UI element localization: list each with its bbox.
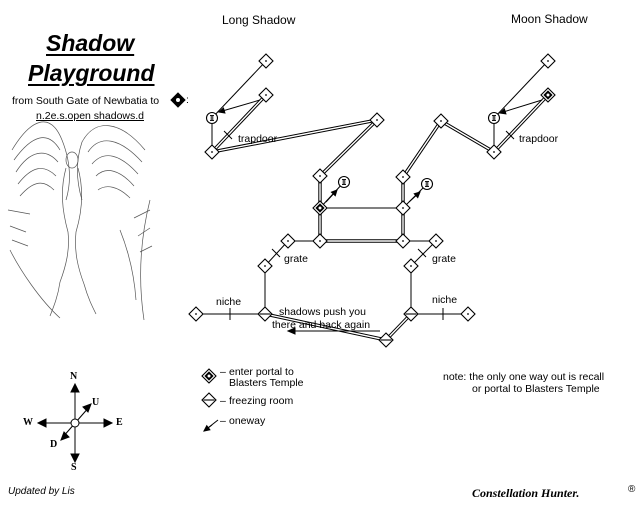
compass-up: U <box>92 397 100 408</box>
freezing-room-icon <box>201 392 217 408</box>
double-passage-line <box>401 120 441 177</box>
region-long-shadow: Long Shadow <box>222 13 296 27</box>
niche-label-left: niche <box>216 296 242 308</box>
compass-down: D <box>50 439 58 450</box>
trapdoor-label-right: trapdoor <box>519 133 559 145</box>
winged-figure-illustration <box>7 121 153 321</box>
room-icon <box>428 233 444 249</box>
trapdoor-tick <box>505 130 515 140</box>
legend-oneway: oneway <box>229 415 266 427</box>
double-passage-line <box>494 95 550 154</box>
legend-freezing-room: freezing room <box>229 395 294 407</box>
brand-name: Constellation Hunter. <box>472 486 580 500</box>
room-icon <box>460 306 476 322</box>
double-passage-line <box>386 314 413 342</box>
room-icon <box>395 233 411 249</box>
double-passage-line <box>265 312 387 340</box>
room-icon <box>369 112 385 128</box>
room-icon <box>395 169 411 185</box>
up-exit-icon <box>205 111 219 125</box>
push-label-line-2: there and back again <box>272 319 371 331</box>
up-exit-icon <box>337 175 351 189</box>
up-exit-icon <box>420 177 434 191</box>
compass-south: S <box>71 462 77 473</box>
portal-room-icon <box>540 87 556 103</box>
from-suffix: : <box>186 94 189 106</box>
map-title-line-2: Playground <box>28 60 155 86</box>
freezing-room-icon <box>403 306 419 322</box>
entrance-portal-icon <box>170 92 186 108</box>
up-exit-icon <box>487 111 501 125</box>
double-passage-line <box>212 120 378 154</box>
grate-tick <box>271 248 281 258</box>
oneway-arrow-head-icon <box>413 191 421 199</box>
compass-rose <box>36 382 114 464</box>
room-icon <box>540 53 556 69</box>
legend-dash-freezing: – <box>220 395 226 407</box>
legend-dash-portal: – <box>220 366 226 378</box>
updated-by-text: Updated by Lis <box>8 486 75 497</box>
room-icon <box>312 168 328 184</box>
double-passage-line <box>440 121 494 154</box>
map-title-line-1: Shadow <box>46 30 135 56</box>
double-passage-line <box>212 95 268 154</box>
freezing-room-icon <box>257 306 273 322</box>
grate-label-right: grate <box>432 253 456 265</box>
room-icon <box>433 113 449 129</box>
room-icon <box>188 306 204 322</box>
double-passage-line <box>318 118 377 176</box>
room-icon <box>312 233 328 249</box>
room-icon <box>257 258 273 274</box>
double-passage-line <box>320 120 379 178</box>
oneway-arrow-head-icon <box>217 107 226 114</box>
legend-arrow-shaft <box>203 419 219 432</box>
compass-north: N <box>70 371 78 382</box>
room-icon <box>395 200 411 216</box>
oneway-arrow-head-icon <box>498 108 507 115</box>
niche-label-right: niche <box>432 294 458 306</box>
room-icon <box>403 258 419 274</box>
room-icon <box>486 144 502 160</box>
double-passage-line <box>264 314 386 342</box>
push-arrow-head-icon <box>286 327 296 335</box>
registered-mark: ® <box>628 484 636 495</box>
compass-east: E <box>116 417 123 428</box>
room-icon <box>258 87 274 103</box>
room-icon <box>204 144 220 160</box>
oneway-arrow-head-icon <box>330 189 338 197</box>
double-passage-line <box>403 121 443 178</box>
double-passage-line <box>384 312 411 340</box>
region-moon-shadow: Moon Shadow <box>511 12 588 26</box>
double-passage-line <box>211 118 377 152</box>
oneway-arrow-icon <box>218 99 261 113</box>
room-icon <box>280 233 296 249</box>
legend-dash-oneway: – <box>220 415 226 427</box>
oneway-arrow-icon <box>499 99 543 114</box>
passage-line <box>410 240 437 267</box>
legend-portal-line-2: Blasters Temple <box>229 377 304 389</box>
double-passage-line <box>210 93 266 152</box>
passage-line <box>211 60 267 119</box>
double-passage-line <box>492 93 548 152</box>
note-line-2: or portal to Blasters Temple <box>472 383 600 395</box>
freezing-room-icon <box>378 332 394 348</box>
passage-line <box>493 60 549 119</box>
push-label-line-1: shadows push you <box>279 306 366 318</box>
trapdoor-tick <box>223 130 233 140</box>
portal-room-icon <box>312 200 328 216</box>
room-icon <box>258 53 274 69</box>
from-direction-text: from South Gate of Newbatia to <box>12 95 160 107</box>
grate-label-left: grate <box>284 253 308 265</box>
legend-portal-line-1: enter portal to <box>229 366 294 378</box>
entry-path-text: n.2e.s.open shadows.d <box>36 110 144 122</box>
compass-west: W <box>23 417 33 428</box>
double-passage-line <box>441 119 495 152</box>
portal-room-icon <box>201 368 217 384</box>
note-line-1: note: the only one way out is recall <box>443 371 605 383</box>
trapdoor-label-left: trapdoor <box>238 133 278 145</box>
grate-tick <box>417 248 427 258</box>
